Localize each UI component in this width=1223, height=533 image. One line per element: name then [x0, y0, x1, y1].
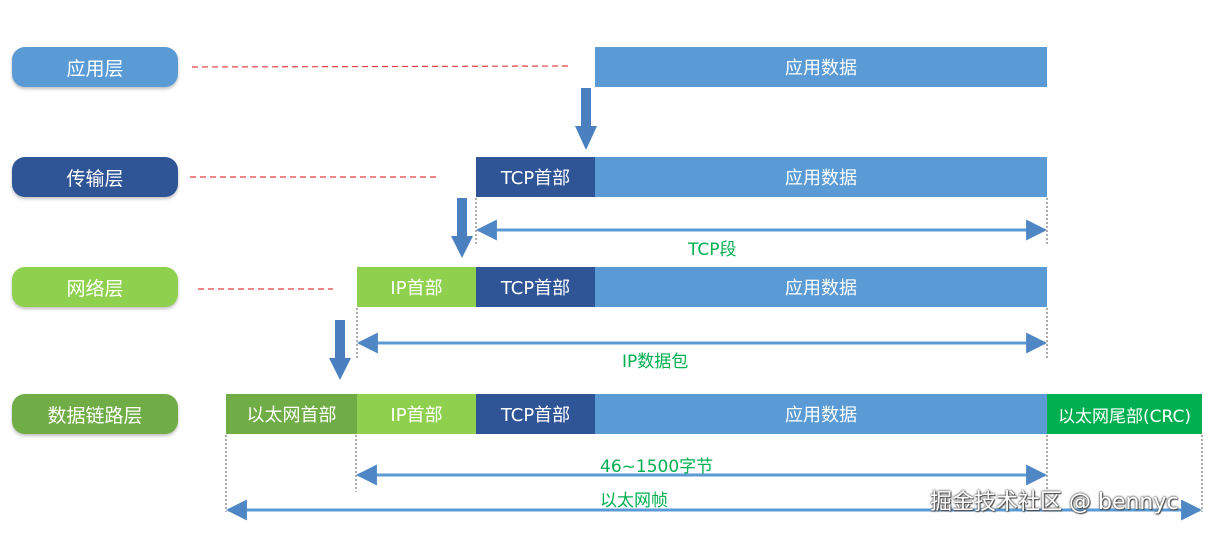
app-data-block: 应用数据: [595, 47, 1047, 87]
datalink-layer-label: 数据链路层: [12, 394, 178, 434]
app-data-block: 应用数据: [595, 157, 1047, 197]
tcp-header-block: TCP首部: [476, 157, 595, 197]
payload-range-label: 46~1500字节: [600, 457, 714, 477]
down-arrow-icon: [451, 198, 473, 258]
down-arrow-icon: [575, 88, 597, 150]
ethernet-frame-label: 以太网帧: [600, 491, 668, 511]
ethernet-trailer-block: 以太网尾部(CRC): [1047, 394, 1202, 434]
tcp-segment-label: TCP段: [688, 240, 737, 260]
app-data-block: 应用数据: [595, 394, 1047, 434]
down-arrow-icon: [329, 320, 351, 380]
ip-packet-label: IP数据包: [622, 352, 689, 372]
transport-layer-label: 传输层: [12, 157, 178, 197]
network-layer-label: 网络层: [12, 267, 178, 307]
ip-header-block: IP首部: [357, 394, 476, 434]
tcp-header-block: TCP首部: [476, 267, 595, 307]
application-connector: [191, 65, 573, 68]
app-data-block: 应用数据: [595, 267, 1047, 307]
application-layer-label: 应用层: [12, 47, 178, 87]
ip-header-block: IP首部: [357, 267, 476, 307]
ethernet-header-block: 以太网首部: [226, 394, 357, 434]
tcp-header-block: TCP首部: [476, 394, 595, 434]
watermark-text: 掘金技术社区 @ bennyc: [930, 490, 1179, 515]
